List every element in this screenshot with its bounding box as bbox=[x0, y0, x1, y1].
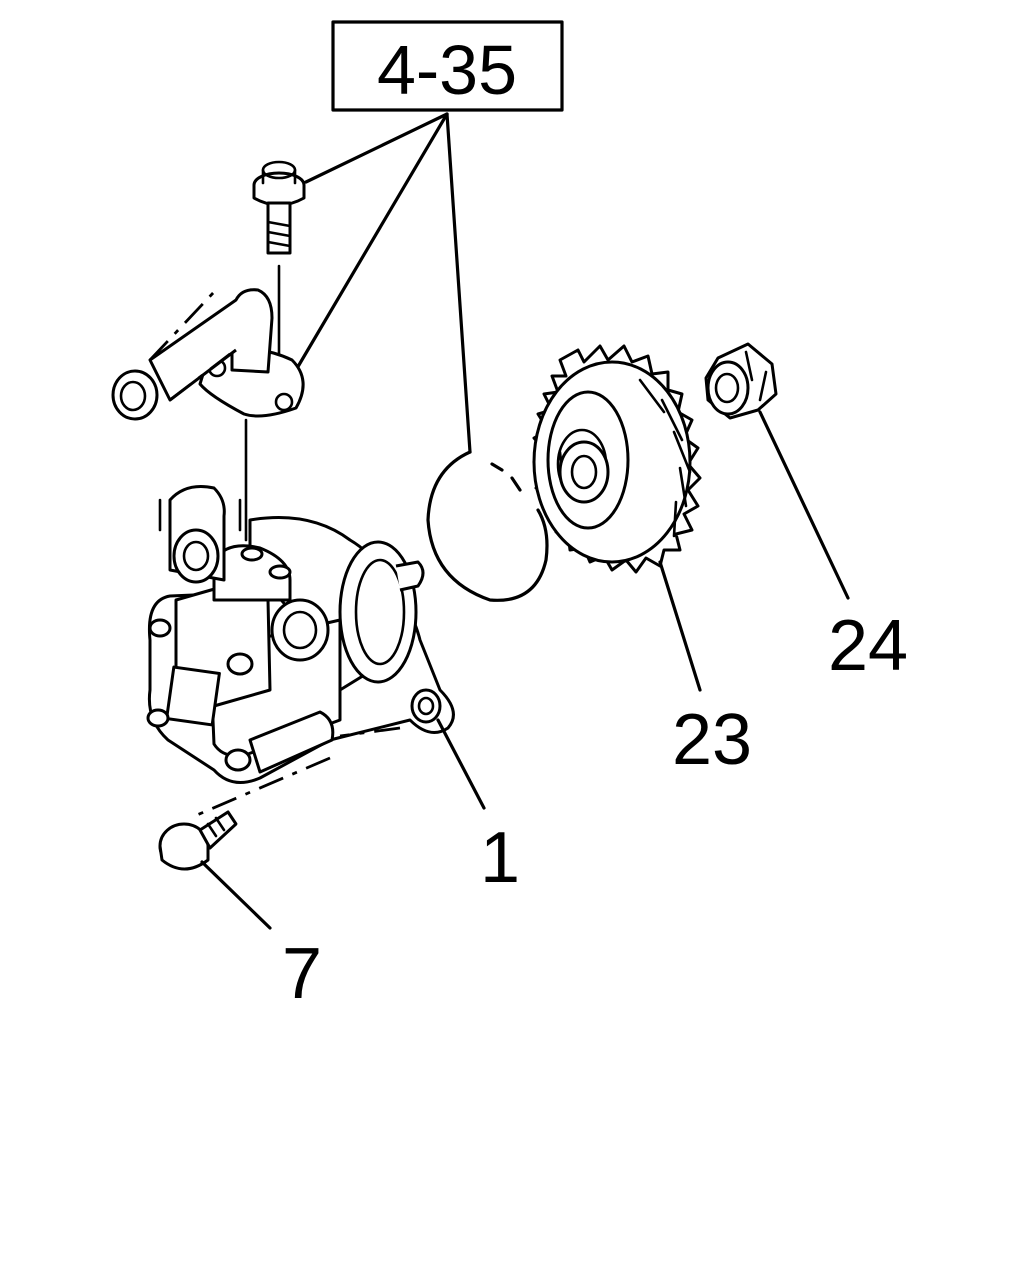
gear-nut bbox=[704, 342, 850, 600]
callout-1: 1 bbox=[480, 818, 520, 898]
o-ring bbox=[426, 450, 549, 602]
reference-leaders bbox=[294, 112, 472, 454]
callout-24: 24 bbox=[828, 606, 908, 686]
reference-box[interactable]: 4-35 bbox=[331, 20, 564, 112]
pump-bolt bbox=[158, 810, 272, 930]
reference-box-label: 4-35 bbox=[377, 31, 517, 109]
leader-1 bbox=[436, 718, 486, 810]
gear bbox=[532, 344, 702, 692]
callout-7: 7 bbox=[282, 934, 322, 1014]
callout-23: 23 bbox=[672, 700, 752, 780]
pump-body bbox=[146, 485, 455, 820]
water-pipe bbox=[111, 288, 305, 542]
flange-bolt bbox=[252, 160, 306, 364]
